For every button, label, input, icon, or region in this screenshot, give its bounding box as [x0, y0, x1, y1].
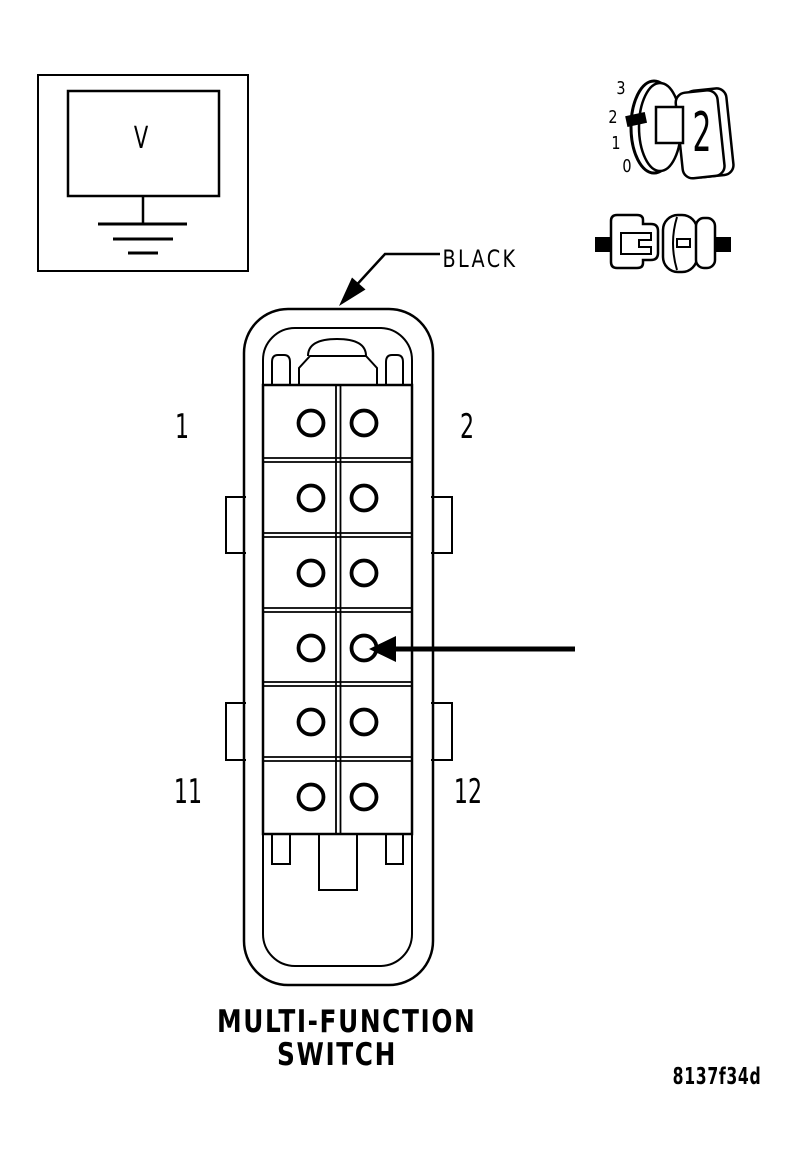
pin-circle [296, 483, 326, 513]
top-key-tab-right [385, 354, 404, 385]
connector-caption: MULTI-FUNCTION SWITCH [217, 1004, 477, 1073]
pin-circle [349, 558, 379, 588]
pin-circle [349, 408, 379, 438]
ground-icon [98, 196, 187, 255]
female-connector-keyway [676, 238, 691, 248]
wire-color-label: BLACK [442, 245, 518, 273]
pointer-arrowhead-icon [369, 636, 396, 662]
left-wire-stub [595, 237, 613, 252]
pin-circles [296, 408, 379, 812]
dial-scale-label-2: 2 [608, 107, 618, 128]
dial-plate-tab [654, 105, 685, 145]
pin-pointer-arrow [369, 636, 575, 662]
pin-circle [296, 408, 326, 438]
male-connector-body [609, 213, 660, 270]
side-tab-left-upper [225, 496, 246, 554]
voltmeter-with-ground-icon [37, 74, 249, 272]
voltmeter-label: V [133, 121, 149, 156]
bottom-key-tab-right [385, 834, 404, 865]
pin-circle [296, 633, 326, 663]
dial-scale-label-0: 0 [622, 156, 632, 177]
top-key-tab-left [271, 354, 291, 385]
female-connector-body [694, 216, 717, 270]
pin-label-1: 1 [174, 407, 190, 447]
top-key-dome [307, 337, 367, 357]
pin-circle [349, 483, 379, 513]
rotary-dial-icon [625, 79, 735, 180]
right-wire-stub [714, 237, 731, 252]
side-tab-right-upper [431, 496, 453, 554]
pin-label-12: 12 [453, 772, 483, 812]
dial-selected-position: 2 [692, 101, 712, 164]
side-tab-left-lower [225, 702, 246, 761]
dial-plate [674, 87, 735, 180]
connector-disconnect-icon [595, 213, 731, 274]
bottom-key-tab-center [318, 834, 358, 891]
pin-label-2: 2 [459, 407, 475, 447]
bottom-key-tab-left [271, 834, 291, 865]
pin-circle [296, 558, 326, 588]
top-key-trapezoid [298, 355, 378, 385]
female-connector-front [661, 213, 699, 274]
male-connector-slot [620, 232, 652, 255]
caption-line-1: MULTI-FUNCTION [217, 1004, 477, 1040]
caption-line-2: SWITCH [277, 1037, 397, 1073]
leader-line [351, 252, 440, 291]
pin-grid-frame [261, 383, 414, 836]
figure-code: 8137f34d [672, 1064, 762, 1090]
pin-circle [349, 782, 379, 812]
pin-circle [296, 707, 326, 737]
pin-circle [349, 707, 379, 737]
dial-scale-label-1: 1 [611, 133, 621, 154]
dial-scale-label-3: 3 [616, 78, 626, 99]
pin-label-11: 11 [173, 772, 203, 812]
leader-arrowhead-icon [339, 277, 366, 306]
female-connector-rim-line [672, 216, 678, 271]
black-label-leader-arrow [339, 252, 440, 306]
dial-position-marker [625, 112, 648, 127]
voltmeter-outer-box [37, 74, 249, 272]
row-dividers [263, 457, 412, 762]
side-tab-right-lower [431, 702, 453, 761]
pin-circle [296, 782, 326, 812]
